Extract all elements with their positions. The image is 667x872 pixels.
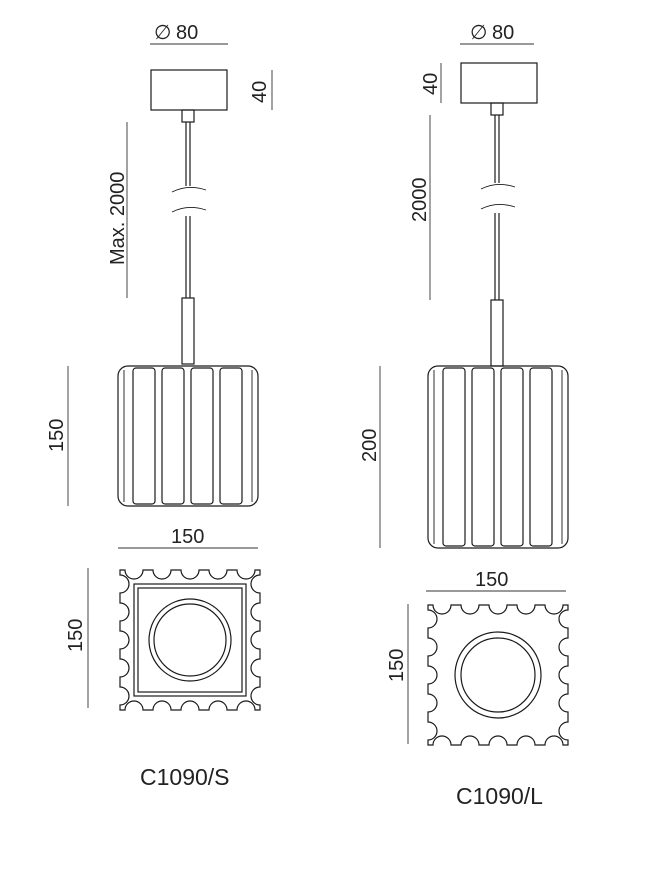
right-top-width-label: 150 [475, 569, 508, 591]
right-model-name: C1090/L [456, 783, 543, 809]
right-top-depth-label: 150 [386, 649, 408, 682]
left-shade-side-view [117, 365, 259, 507]
right-canopy [460, 62, 538, 104]
left-shade-height-label: 150 [46, 419, 68, 452]
right-shade-side-view [427, 365, 569, 549]
left-shade-top-view [119, 569, 261, 711]
right-cable-break-top [480, 184, 516, 190]
right-scalloped-outline [427, 604, 569, 746]
left-top-width-label: 150 [171, 526, 204, 548]
left-canopy-connector [181, 109, 195, 123]
left-cable-break-top [171, 187, 207, 193]
left-fixture: ∅ 80 40 Max. 2000 150 [46, 22, 273, 790]
left-diameter-symbol: ∅ [154, 22, 171, 44]
right-diameter-symbol: ∅ [470, 22, 487, 44]
left-model-name: C1090/S [140, 764, 230, 790]
left-cable-length-label: Max. 2000 [107, 172, 129, 265]
right-canopy-height-label: 40 [420, 73, 442, 95]
left-cable-break-bottom [171, 207, 207, 213]
right-shade-height-label: 200 [359, 429, 381, 462]
left-scalloped-outline [119, 569, 261, 711]
left-canopy-diameter-label: 80 [176, 22, 198, 44]
left-stem [181, 297, 195, 365]
left-canopy [150, 69, 228, 111]
right-stem [490, 299, 504, 367]
left-top-depth-label: 150 [65, 619, 87, 652]
right-cable-length-label: 2000 [409, 178, 431, 223]
right-fixture: ∅ 80 40 2000 200 150 150 [359, 22, 569, 809]
left-canopy-height-label: 40 [249, 81, 271, 103]
right-cable-break-bottom [480, 204, 516, 210]
right-shade-top-view [427, 604, 569, 746]
right-canopy-diameter-label: 80 [492, 22, 514, 44]
right-canopy-connector [490, 102, 504, 116]
